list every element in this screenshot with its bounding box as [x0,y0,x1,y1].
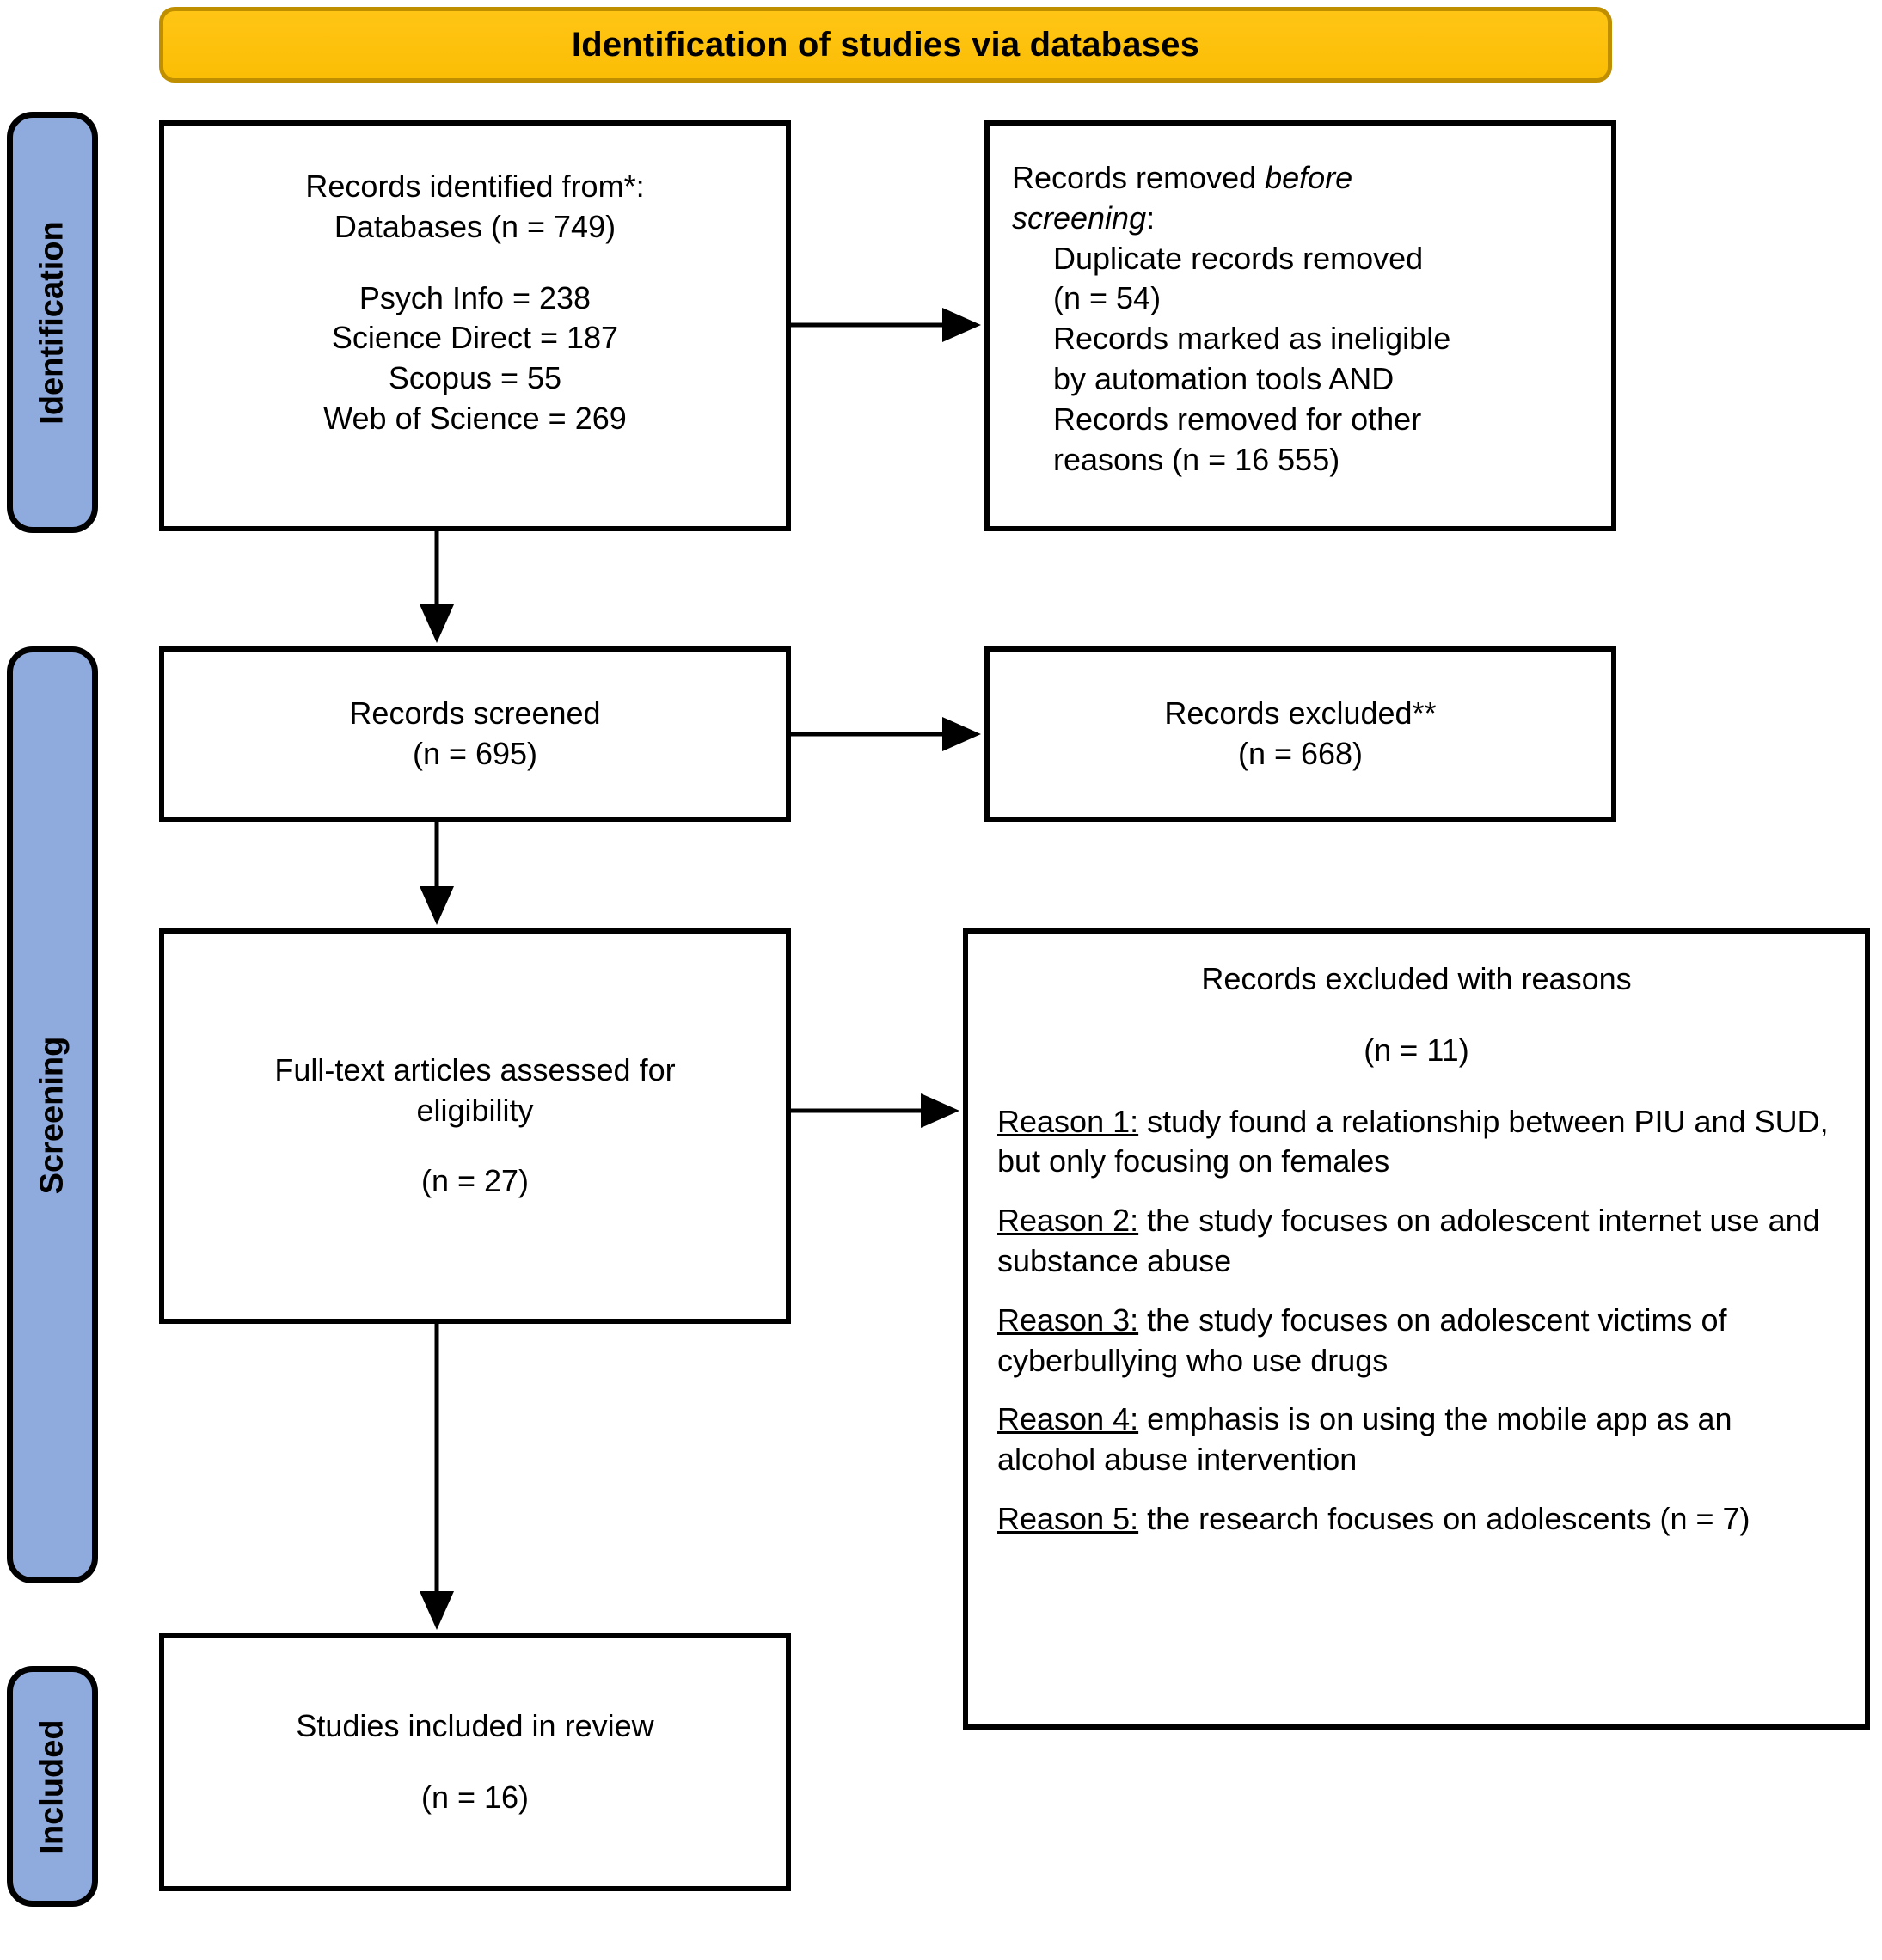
records-removed-heading-line-1: Records removed before [1012,158,1589,199]
reason-item: Reason 3: the study focuses on adolescen… [997,1301,1836,1381]
reason-5-text: the research focuses on adolescents (n =… [1138,1500,1750,1536]
records-excluded-count: (n = 668) [1237,736,1364,771]
reason-item: Reason 2: the study focuses on adolescen… [997,1201,1836,1282]
reason-item: Reason 4: emphasis is on using the mobil… [997,1400,1836,1480]
spacer [997,1182,1836,1201]
records-removed-heading-screening: screening [1012,199,1147,236]
box-records-identified: Records identified from*: Databases (n =… [159,120,791,531]
spacer [997,1071,1836,1102]
records-removed-ineligible-1: Records marked as ineligible [1053,321,1451,357]
records-identified-scopus: Scopus = 55 [388,360,562,396]
reason-1-text: study found a relationship between PIU a… [997,1103,1829,1179]
records-screened-label: Records screened [349,695,601,732]
records-removed-heading-a: Records removed [1012,160,1266,195]
banner-title: Identification of studies via databases [571,25,1200,64]
fulltext-label-line-2: eligibility [416,1092,534,1128]
records-removed-duplicate-count: (n = 54) [1053,280,1162,316]
reason-2-text: the study focuses on adolescent internet… [997,1203,1820,1278]
stage-bar-included: Included [7,1666,98,1907]
records-identified-line-2: Databases (n = 749) [334,208,616,244]
records-removed-ineligible-2: by automation tools AND [1053,360,1395,396]
reason-5-label: Reason 5: [997,1500,1139,1536]
reason-2-label: Reason 2: [997,1203,1139,1239]
box-records-excluded: Records excluded** (n = 668) [984,646,1616,822]
records-screened-count: (n = 695) [412,736,538,771]
spacer [187,1747,763,1778]
diagram-banner: Identification of studies via databases [159,7,1612,83]
reason-3-label: Reason 3: [997,1302,1139,1338]
records-removed-other-2: reasons (n = 16 555) [1053,441,1340,477]
records-identified-webofscience: Web of Science = 269 [323,400,627,436]
reason-item: Reason 1: study found a relationship bet… [997,1102,1836,1183]
records-removed-heading-line-2: screening: [1012,199,1589,239]
box-fulltext-assessed: Full-text articles assessed for eligibil… [159,928,791,1324]
spacer [997,1381,1836,1400]
stage-bar-screening: Screening [7,646,98,1583]
box-records-screened: Records screened (n = 695) [159,646,791,822]
records-identified-sciencedirect: Science Direct = 187 [331,320,619,356]
stage-label-identification: Identification [34,220,70,425]
records-identified-line-1: Records identified from*: [305,168,645,204]
records-removed-heading-colon: : [1146,199,1156,236]
reasons-count: (n = 11) [1364,1032,1469,1068]
stage-bar-identification: Identification [7,112,98,533]
box-studies-included: Studies included in review (n = 16) [159,1633,791,1891]
spacer [997,1480,1836,1499]
spacer [187,248,763,279]
records-removed-duplicate: Duplicate records removed [1053,240,1424,276]
records-removed-heading-before: before [1265,160,1353,195]
stage-label-included: Included [34,1718,70,1854]
studies-included-count: (n = 16) [420,1779,530,1815]
reason-1-label: Reason 1: [997,1103,1139,1139]
fulltext-count: (n = 27) [420,1163,530,1199]
reason-3-text: the study focuses on adolescent victims … [997,1302,1727,1378]
reason-4-text: emphasis is on using the mobile app as a… [997,1401,1732,1478]
spacer [187,1130,763,1161]
reason-4-label: Reason 4: [997,1401,1139,1437]
reasons-title: Records excluded with reasons [1201,961,1632,996]
studies-included-label: Studies included in review [296,1708,654,1744]
fulltext-label-line-1: Full-text articles assessed for [274,1051,676,1087]
reason-item: Reason 5: the research focuses on adoles… [997,1499,1836,1540]
records-identified-psychinfo: Psych Info = 238 [359,279,592,315]
spacer [997,1282,1836,1301]
stage-label-screening: Screening [34,1036,70,1194]
box-records-removed: Records removed before screening: Duplic… [984,120,1616,531]
records-removed-other-1: Records removed for other [1053,401,1422,437]
spacer [997,1000,1836,1031]
box-excluded-with-reasons: Records excluded with reasons (n = 11) R… [963,928,1870,1730]
records-excluded-label: Records excluded** [1164,695,1437,732]
